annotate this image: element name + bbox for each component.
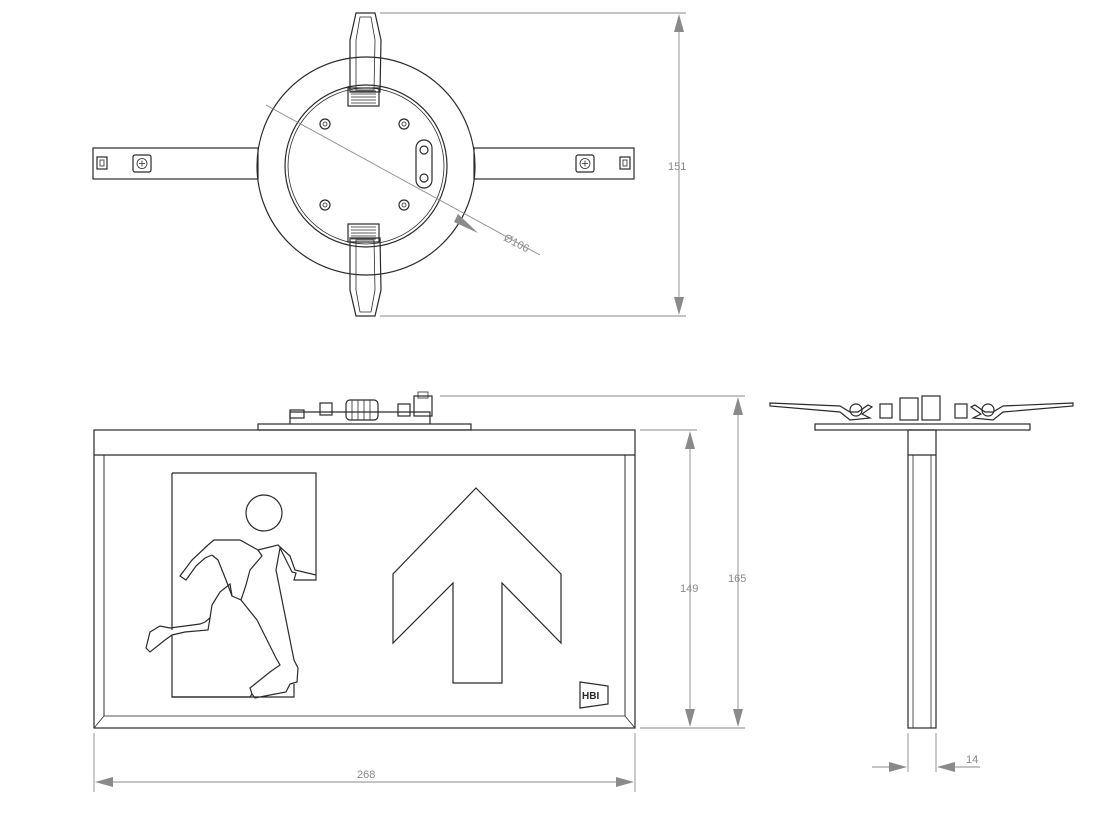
height-label-149: 149	[680, 583, 698, 595]
height-label-165: 165	[728, 573, 746, 585]
depth-label-14: 14	[966, 754, 978, 766]
side-view: 14	[769, 395, 1074, 772]
height-label-151: 151	[668, 161, 686, 173]
cable-bracket	[415, 139, 433, 189]
width-label-268: 268	[357, 769, 375, 781]
outer-rim	[256, 56, 476, 276]
mounting-bar	[92, 147, 635, 180]
arrow-up-pictogram	[392, 487, 562, 684]
running-man-pictogram	[145, 472, 317, 699]
diameter-dimension: Ø106	[265, 104, 541, 256]
height-dimension-top: 151	[380, 12, 686, 317]
ceiling-fixture	[257, 391, 472, 431]
width-dimension: 268	[93, 733, 636, 792]
diameter-label: Ø106	[502, 232, 531, 255]
height-dimension-149: 149	[640, 429, 698, 729]
spring-clip-top	[347, 12, 382, 107]
sign-frame	[93, 429, 636, 729]
inner-body	[284, 84, 448, 248]
top-view: Ø106 151	[92, 12, 686, 317]
height-dimension-165: 165	[440, 395, 746, 729]
hbi-logo: HBI	[579, 681, 609, 709]
spring-clip-bottom	[347, 223, 382, 317]
hbi-logo-text: HBI	[582, 691, 599, 702]
front-view: HBI 268 149 165	[93, 391, 746, 792]
depth-dimension: 14	[872, 733, 980, 772]
screw-holes	[319, 118, 410, 211]
